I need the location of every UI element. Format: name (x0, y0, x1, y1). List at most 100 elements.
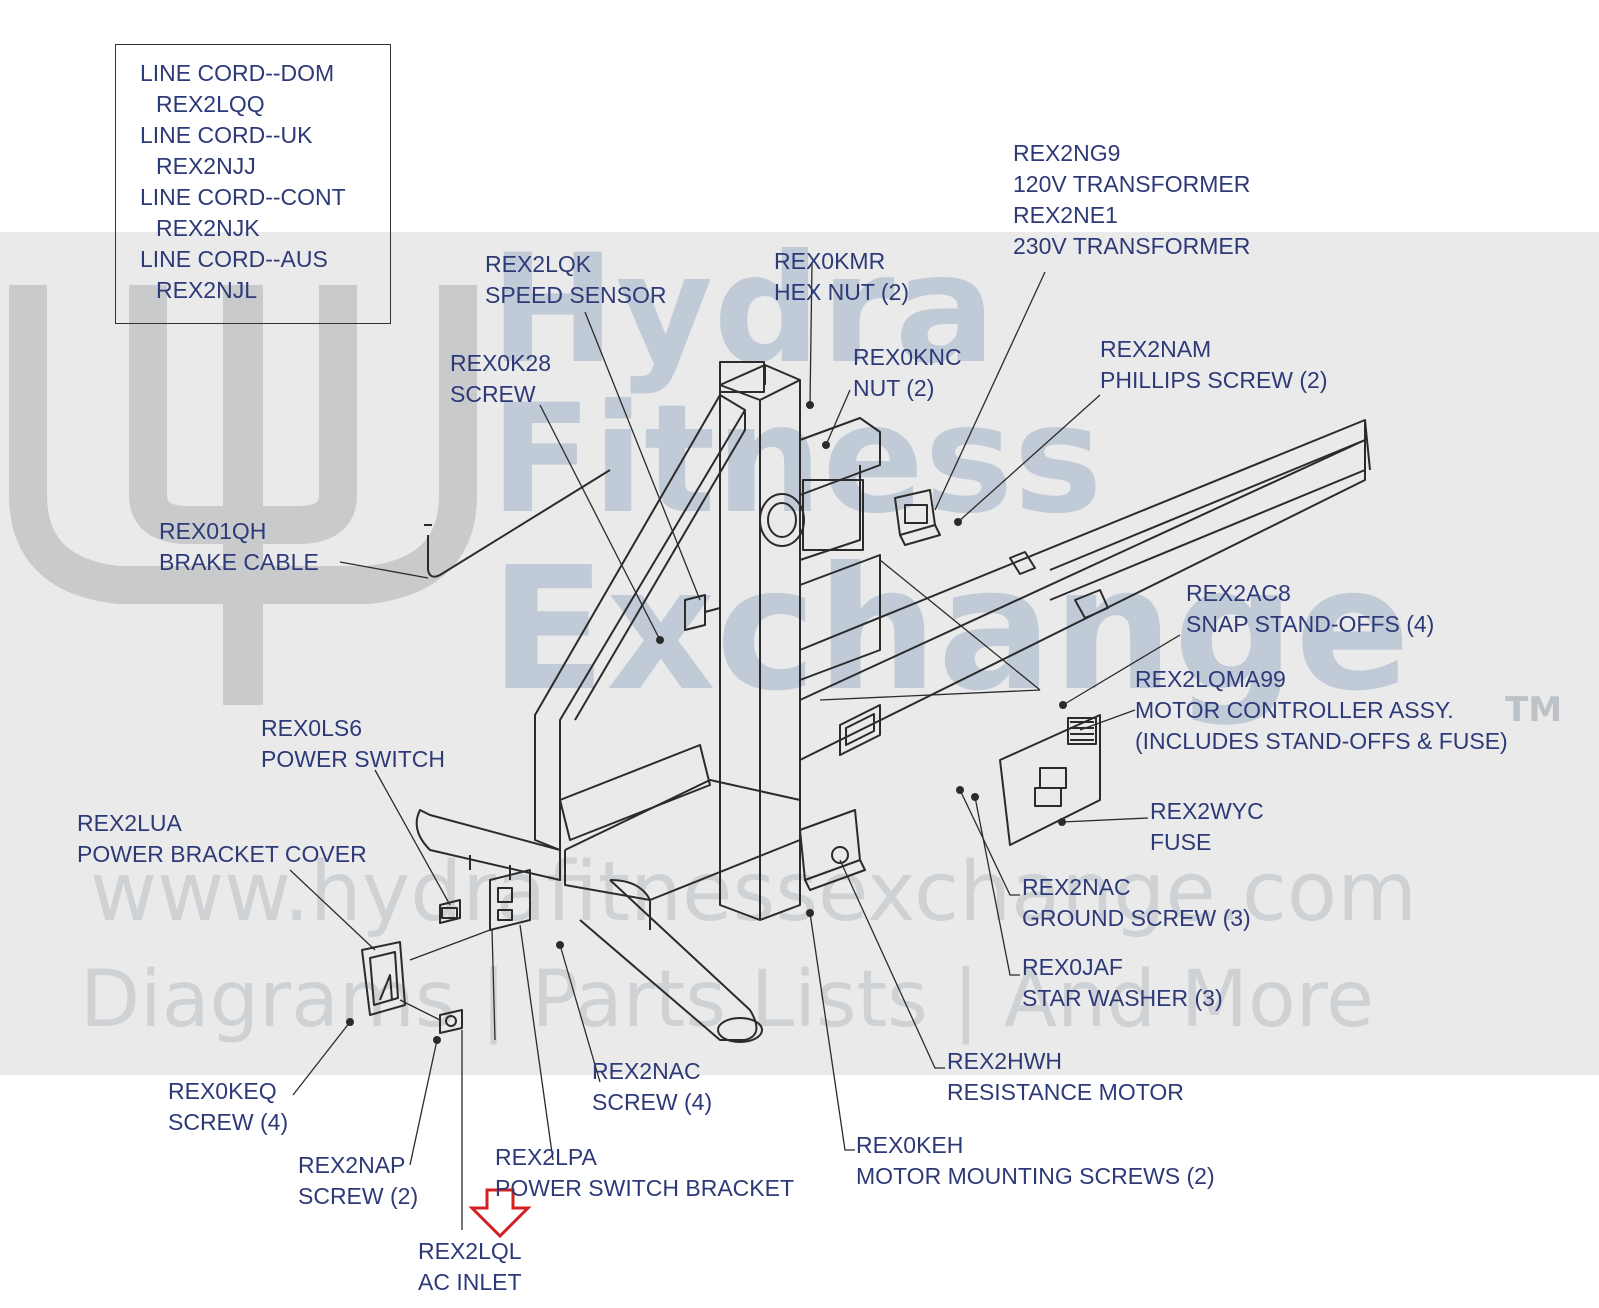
callout-power-switch: REX0LS6 POWER SWITCH (261, 713, 445, 775)
watermark-trademark: TM (1505, 690, 1563, 730)
callout-brake-cable: REX01QH BRAKE CABLE (159, 516, 319, 578)
callout-transformer: REX2NG9 120V TRANSFORMER REX2NE1 230V TR… (1013, 138, 1250, 262)
callout-description: SCREW (450, 381, 536, 407)
callout-part-number: REX2NAC (592, 1058, 701, 1084)
legend-item-name: LINE CORD--CONT (140, 184, 346, 210)
leader-bracket-cover (289, 869, 376, 951)
callout-phillips-screw: REX2NAM PHILLIPS SCREW (2) (1100, 334, 1328, 396)
callout-screw-nap: REX2NAP SCREW (2) (298, 1150, 418, 1212)
leader-screw-keq (292, 1021, 351, 1096)
callout-part-number: REX0JAF (1022, 954, 1123, 980)
leader-stand-offs (1062, 634, 1181, 706)
callout-part-number: REX2NAP (298, 1152, 406, 1178)
callout-description: 120V TRANSFORMER (1013, 171, 1251, 197)
callout-description: SCREW (4) (168, 1109, 289, 1135)
leader-ground-screw (959, 789, 1020, 896)
leader-star-washer (974, 796, 1020, 976)
callout-part-number: REX0KNC (853, 344, 962, 370)
legend-item-part: REX2LQQ (156, 91, 265, 117)
speed-sensor (684, 594, 706, 631)
base-rail (415, 809, 561, 881)
leader-motor-screws (809, 912, 855, 1151)
power-switch (439, 899, 461, 924)
callout-screw-nac: REX2NAC SCREW (4) (592, 1056, 712, 1118)
callout-nut: REX0KNC NUT (2) (853, 342, 962, 404)
leader-transformer (934, 271, 1046, 511)
callout-description: RESISTANCE MOTOR (947, 1079, 1184, 1105)
callout-description: SCREW (4) (592, 1089, 713, 1115)
resistance-motor (799, 809, 861, 881)
callout-part-number: REX2AC8 (1186, 580, 1291, 606)
leader-screw-nac (559, 944, 601, 1083)
line-cord-legend (115, 44, 391, 324)
leader-phillips-screw (957, 394, 1101, 523)
callout-part-number: REX2HWH (947, 1048, 1063, 1074)
callout-stand-offs: REX2AC8 SNAP STAND-OFFS (4) (1186, 578, 1434, 640)
callout-part-number: REX01QH (159, 518, 267, 544)
callout-description: HEX NUT (2) (774, 279, 910, 305)
callout-part-number: REX0LS6 (261, 715, 363, 741)
callout-part-number: REX0KEH (856, 1132, 964, 1158)
callout-description: BRAKE CABLE (159, 549, 319, 575)
callout-part-number: REX0KMR (774, 248, 886, 274)
leader-nut (825, 389, 851, 446)
callout-description: SPEED SENSOR (485, 282, 667, 308)
main-beam (799, 419, 1366, 701)
brake-cable (427, 469, 611, 578)
callout-part-number: REX2NE1 (1013, 202, 1118, 228)
callout-part-number: REX2NAC (1022, 874, 1131, 900)
callout-description: 230V TRANSFORMER (1013, 233, 1251, 259)
callout-description: POWER SWITCH (261, 746, 445, 772)
callout-screw-keq: REX0KEQ SCREW (4) (168, 1076, 288, 1138)
callout-part-number: REX0KEQ (168, 1078, 277, 1104)
leader-fuse (1061, 817, 1149, 823)
callout-bracket-cover: REX2LUA POWER BRACKET COVER (77, 808, 367, 870)
callout-part-number: REX2LUA (77, 810, 182, 836)
leader-brake-cable (339, 561, 429, 579)
callout-description: POWER SWITCH BRACKET (495, 1175, 795, 1201)
callout-ground-screw: REX2NAC GROUND SCREW (3) (1022, 872, 1251, 934)
callout-part-number: REX2NG9 (1013, 140, 1121, 166)
callout-ac-inlet: REX2LQL AC INLET (418, 1236, 522, 1298)
callout-hex-nut: REX0KMR HEX NUT (2) (774, 246, 909, 308)
callout-star-washer: REX0JAF STAR WASHER (3) (1022, 952, 1223, 1014)
legend-item-name: LINE CORD--AUS (140, 246, 328, 272)
leader-power-switch-bracket (519, 924, 554, 1161)
legend-item-name: LINE CORD--DOM (140, 60, 335, 86)
leader-hex-nut (809, 261, 813, 406)
ac-inlet (439, 1009, 463, 1034)
callout-speed-sensor: REX2LQK SPEED SENSOR (485, 249, 667, 311)
watermark-line-2: Fitness (490, 373, 1103, 547)
transformer (894, 489, 936, 536)
callout-motor-controller: REX2LQMA99 MOTOR CONTROLLER ASSY. (INCLU… (1135, 664, 1508, 757)
callout-description: SNAP STAND-OFFS (4) (1186, 611, 1435, 637)
callout-part-number: REX2LQL (418, 1238, 522, 1264)
callout-description: MOTOR MOUNTING SCREWS (2) (856, 1163, 1215, 1189)
callout-description: STAR WASHER (3) (1022, 985, 1223, 1011)
callout-description: MOTOR CONTROLLER ASSY. (1135, 697, 1454, 723)
legend-item-name: LINE CORD--UK (140, 122, 313, 148)
callout-resistance-motor: REX2HWH RESISTANCE MOTOR (947, 1046, 1184, 1108)
legend-item-part: REX2NJL (156, 277, 257, 303)
callout-description: PHILLIPS SCREW (2) (1100, 367, 1328, 393)
callout-description: AC INLET (418, 1269, 522, 1295)
callout-screw-k28: REX0K28 SCREW (450, 348, 551, 410)
callout-description: POWER BRACKET COVER (77, 841, 367, 867)
callout-description: NUT (2) (853, 375, 935, 401)
leader-power-switch (374, 769, 451, 906)
watermark-url: www.hydrafitnessexchange.com (90, 845, 1417, 940)
leader-controller (1079, 709, 1136, 731)
power-bracket-cover (361, 941, 406, 1016)
base-cross-member (564, 779, 801, 901)
callout-part-number: REX2WYC (1150, 798, 1264, 824)
watermark-line-1: Hydra (490, 223, 996, 397)
callout-fuse: REX2WYC FUSE (1150, 796, 1264, 858)
leader-screw-k28 (539, 404, 661, 641)
callout-part-number: REX0K28 (450, 350, 552, 376)
callout-description: (INCLUDES STAND-OFFS & FUSE) (1135, 728, 1508, 754)
power-bracket (489, 869, 531, 931)
watermark-tagline: Diagrams | Parts Lists | And More (80, 955, 1375, 1045)
callout-power-switch-bracket: REX2LPA POWER SWITCH BRACKET (495, 1142, 794, 1204)
